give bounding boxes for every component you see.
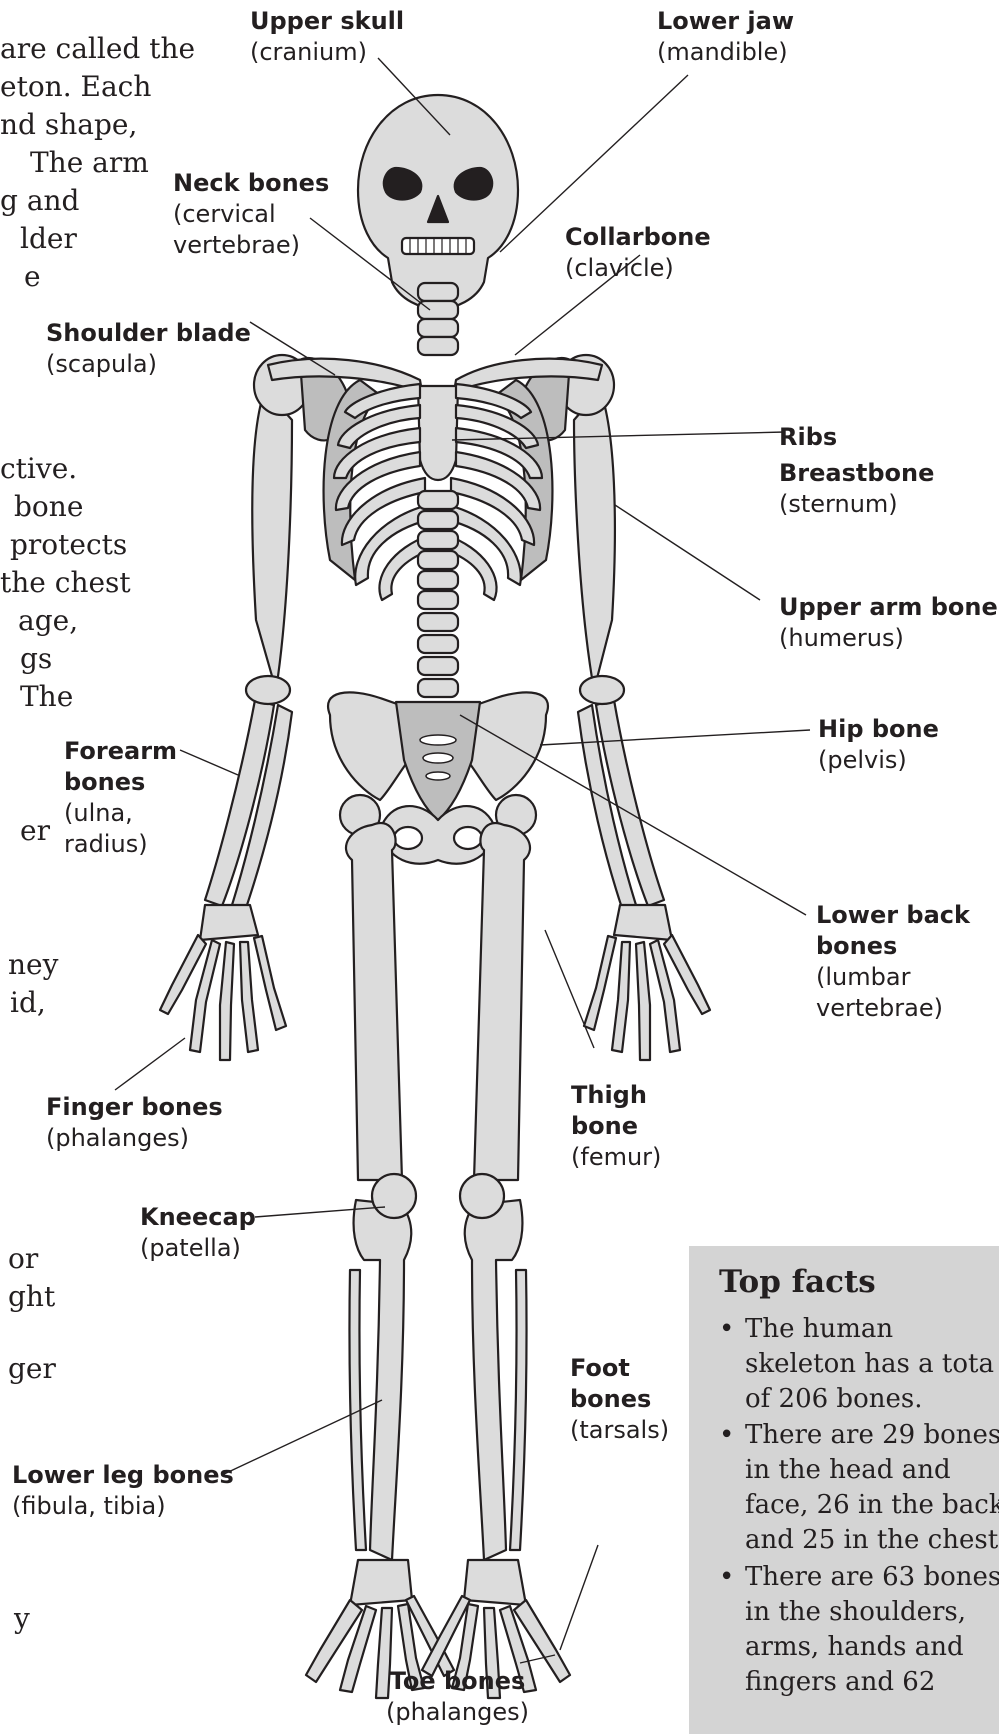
- label-scientific: (femur): [571, 1142, 661, 1173]
- left-arm-bones: [205, 355, 310, 908]
- label-lower-leg-bones: Lower leg bones (fibula, tibia): [12, 1460, 234, 1522]
- label-name: Lower back: [816, 900, 970, 931]
- fact-line: arms, hands and: [719, 1630, 999, 1665]
- fact-item: • There are 63 bones in the shoulders, a…: [719, 1560, 999, 1700]
- label-name: Thigh: [571, 1080, 661, 1111]
- left-leg-bones: [340, 795, 416, 1560]
- label-scientific: (phalanges): [46, 1123, 223, 1154]
- label-name: Toe bones: [386, 1666, 529, 1697]
- top-facts-box: Top facts • The human skeleton has a tot…: [689, 1246, 999, 1734]
- right-arm-bones: [558, 355, 664, 908]
- label-name: bones: [570, 1384, 669, 1415]
- label-thigh-bone: Thigh bone (femur): [571, 1080, 661, 1173]
- label-scientific: radius): [64, 829, 177, 860]
- label-scientific: (scapula): [46, 349, 251, 380]
- label-collarbone: Collarbone (clavicle): [565, 222, 711, 284]
- label-scientific: (lumbar: [816, 962, 970, 993]
- label-lower-back-bones: Lower back bones (lumbar vertebrae): [816, 900, 970, 1024]
- left-hand-bones: [160, 905, 286, 1060]
- spine: [418, 491, 458, 697]
- label-name: Shoulder blade: [46, 318, 251, 349]
- fact-item: • There are 29 bones in the head and fac…: [719, 1418, 999, 1558]
- label-name: bone: [571, 1111, 661, 1142]
- fact-line: fingers and 62: [719, 1665, 999, 1700]
- label-name: Kneecap: [140, 1202, 256, 1233]
- label-name: Ribs: [779, 422, 837, 453]
- label-scientific: (ulna,: [64, 798, 177, 829]
- bullet-icon: •: [719, 1312, 734, 1347]
- label-name: Upper arm bone: [779, 592, 998, 623]
- label-breastbone: Breastbone (sternum): [779, 458, 934, 520]
- label-name: Collarbone: [565, 222, 711, 253]
- label-scientific: (cervical: [173, 199, 329, 230]
- label-foot-bones: Foot bones (tarsals): [570, 1353, 669, 1446]
- label-forearm-bones: Forearm bones (ulna, radius): [64, 736, 177, 860]
- label-name: bones: [64, 767, 177, 798]
- label-hip-bone: Hip bone (pelvis): [818, 714, 939, 776]
- label-scientific: (tarsals): [570, 1415, 669, 1446]
- label-name: bones: [816, 931, 970, 962]
- label-finger-bones: Finger bones (phalanges): [46, 1092, 223, 1154]
- neck-vertebrae: [418, 283, 458, 355]
- fact-line: There are 63 bones: [719, 1560, 999, 1595]
- label-name: Finger bones: [46, 1092, 223, 1123]
- bullet-icon: •: [719, 1560, 734, 1595]
- label-scientific: (fibula, tibia): [12, 1491, 234, 1522]
- label-scientific: (patella): [140, 1233, 256, 1264]
- fact-line: skeleton has a tota: [719, 1347, 994, 1382]
- label-scientific: (sternum): [779, 489, 934, 520]
- fact-line: of 206 bones.: [719, 1382, 994, 1417]
- label-scientific: (mandible): [657, 37, 794, 68]
- label-scientific: vertebrae): [816, 993, 970, 1024]
- fact-line: face, 26 in the back: [719, 1488, 999, 1523]
- bullet-icon: •: [719, 1418, 734, 1453]
- label-scientific: (cranium): [250, 37, 404, 68]
- label-toe-bones: Toe bones (phalanges): [386, 1666, 529, 1728]
- right-hand-bones: [584, 905, 710, 1060]
- top-facts-title: Top facts: [719, 1264, 876, 1300]
- fact-line: in the shoulders,: [719, 1595, 999, 1630]
- label-name: Lower leg bones: [12, 1460, 234, 1491]
- label-name: Neck bones: [173, 168, 329, 199]
- label-name: Forearm: [64, 736, 177, 767]
- fact-line: There are 29 bones: [719, 1418, 999, 1453]
- label-lower-jaw: Lower jaw (mandible): [657, 6, 794, 68]
- label-name: Foot: [570, 1353, 669, 1384]
- label-name: Lower jaw: [657, 6, 794, 37]
- label-upper-arm-bone: Upper arm bone (humerus): [779, 592, 998, 654]
- label-ribs: Ribs: [779, 422, 837, 453]
- label-scientific: vertebrae): [173, 230, 329, 261]
- right-leg-bones: [460, 795, 536, 1560]
- label-scientific: (humerus): [779, 623, 998, 654]
- label-kneecap: Kneecap (patella): [140, 1202, 256, 1264]
- label-name: Breastbone: [779, 458, 934, 489]
- fact-line: The human: [719, 1312, 994, 1347]
- label-scientific: (phalanges): [386, 1697, 529, 1728]
- label-upper-skull: Upper skull (cranium): [250, 6, 404, 68]
- label-shoulder-blade: Shoulder blade (scapula): [46, 318, 251, 380]
- fact-line: in the head and: [719, 1453, 999, 1488]
- label-neck-bones: Neck bones (cervical vertebrae): [173, 168, 329, 261]
- fact-line: and 25 in the chest: [719, 1523, 999, 1558]
- label-scientific: (pelvis): [818, 745, 939, 776]
- fact-item: • The human skeleton has a tota of 206 b…: [719, 1312, 994, 1417]
- label-name: Hip bone: [818, 714, 939, 745]
- skull: [358, 95, 518, 310]
- label-name: Upper skull: [250, 6, 404, 37]
- label-scientific: (clavicle): [565, 253, 711, 284]
